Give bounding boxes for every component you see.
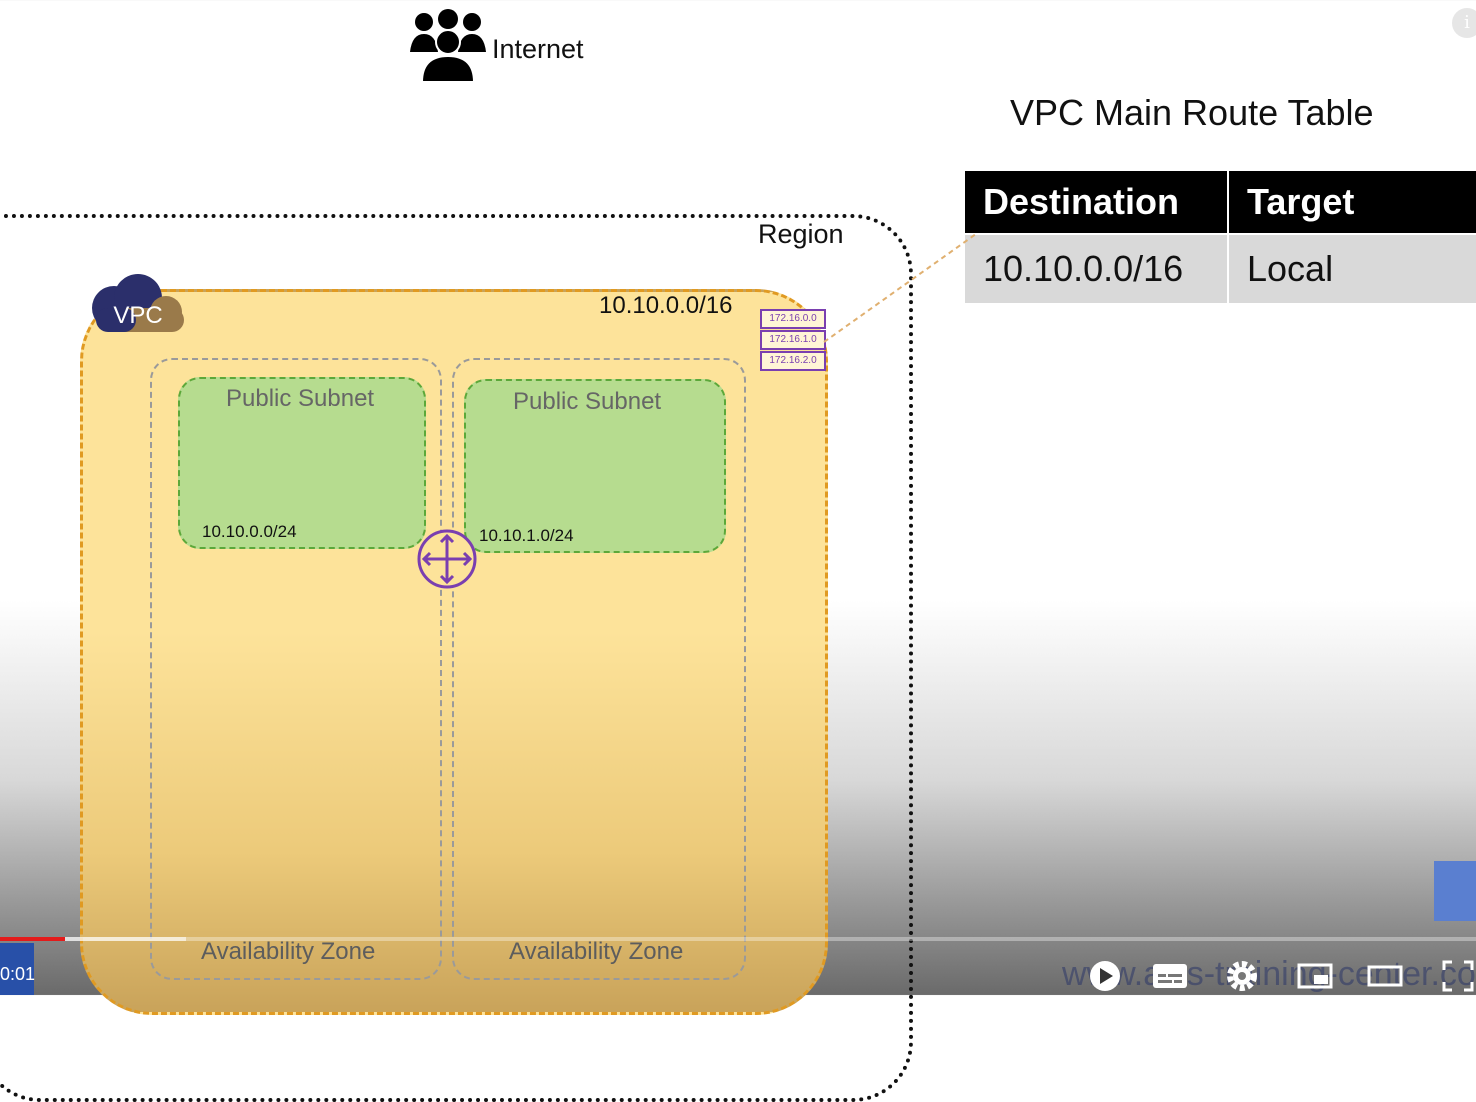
channel-watermark-thumbnail[interactable] (1434, 861, 1476, 921)
public-subnet-2: Public Subnet 10.10.1.0/24 (464, 379, 726, 553)
info-button[interactable]: i (1452, 8, 1476, 38)
mini-route-row: 172.16.2.0 (760, 351, 826, 371)
router-icon (417, 529, 477, 589)
progress-bar[interactable] (0, 937, 1476, 941)
miniplayer-icon[interactable] (1296, 958, 1334, 994)
progress-played (0, 937, 65, 941)
subnet-title: Public Subnet (513, 388, 662, 415)
mini-route-row: 172.16.1.0 (760, 330, 826, 350)
route-table-cell-destination: 10.10.0.0/16 (965, 235, 1227, 303)
settings-gear-icon[interactable] (1224, 958, 1260, 994)
mini-route-row: 172.16.0.0 (760, 309, 826, 329)
progress-buffered (0, 937, 186, 941)
route-table-cell-target: Local (1229, 235, 1476, 303)
vpc-cloud-icon: VPC (92, 274, 184, 332)
play-button-icon[interactable] (1086, 958, 1124, 994)
route-table-icon: 172.16.0.0 172.16.1.0 172.16.2.0 (760, 309, 826, 371)
route-table-title: VPC Main Route Table (1010, 92, 1374, 133)
subnet-cidr: 10.10.1.0/24 (479, 526, 574, 545)
time-display-box (0, 943, 34, 995)
public-subnet-1: Public Subnet 10.10.0.0/24 (178, 377, 426, 549)
route-table-header-destination: Destination (965, 171, 1227, 233)
users-icon (410, 9, 486, 82)
availability-zone-2: Availability Zone (452, 358, 746, 980)
subnet-title: Public Subnet (226, 385, 375, 412)
subnet-cidr: 10.10.0.0/24 (202, 522, 297, 541)
subtitles-icon[interactable] (1150, 958, 1190, 994)
availability-zone-label: Availability Zone (509, 938, 684, 965)
time-display: 0:01 (0, 964, 36, 984)
region-label: Region (758, 219, 844, 249)
theater-mode-icon[interactable] (1366, 958, 1404, 994)
route-table-connector (823, 233, 977, 343)
vpc-badge-text: VPC (113, 302, 162, 329)
availability-zone-1: Availability Zone (150, 358, 442, 980)
availability-zone-label: Availability Zone (201, 938, 376, 965)
fullscreen-icon[interactable] (1440, 958, 1476, 994)
vpc-cidr: 10.10.0.0/16 (599, 292, 733, 319)
watermark-text: www.aws-training-center.com (1062, 955, 1476, 993)
route-table-header-target: Target (1229, 171, 1476, 233)
internet-label: Internet (492, 34, 584, 64)
